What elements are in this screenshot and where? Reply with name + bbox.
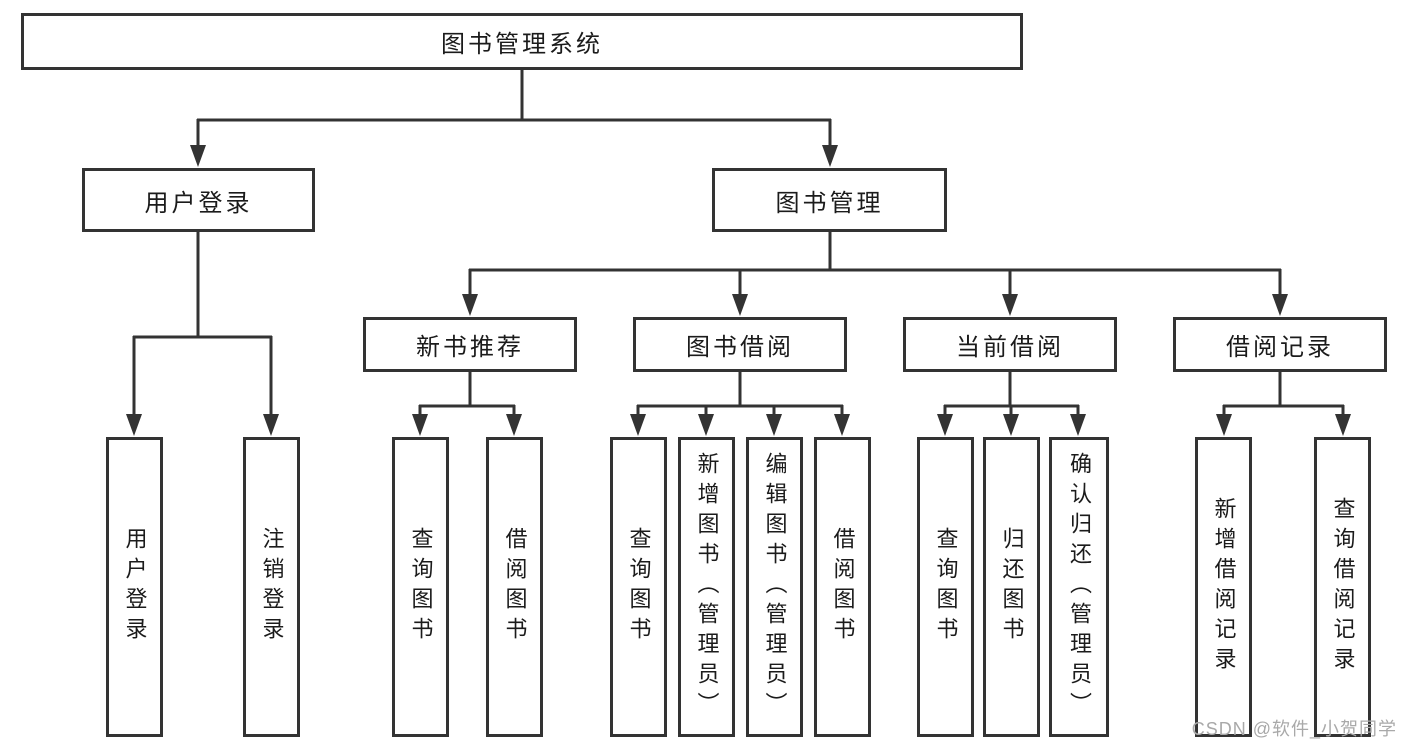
leaf-edit-book-admin: 编辑图书（管理员） — [746, 437, 803, 737]
leaf-user-login: 用户登录 — [106, 437, 163, 737]
node-root: 图书管理系统 — [21, 13, 1023, 70]
node-current-borrowing: 当前借阅 — [903, 317, 1117, 372]
leaf-add-book-admin: 新增图书（管理员） — [678, 437, 735, 737]
node-user-login: 用户登录 — [82, 168, 315, 232]
leaf-return-book: 归还图书 — [983, 437, 1040, 737]
leaf-query-book-borrowing: 查询图书 — [610, 437, 667, 737]
watermark: CSDN @软件_小贺同学 — [1191, 719, 1397, 739]
connector-paths — [132, 70, 1345, 417]
leaf-logout: 注销登录 — [243, 437, 300, 737]
leaf-confirm-return-admin: 确认归还（管理员） — [1049, 437, 1109, 737]
node-book-management: 图书管理 — [712, 168, 947, 232]
node-borrow-records: 借阅记录 — [1173, 317, 1387, 372]
node-book-borrowing: 图书借阅 — [633, 317, 847, 372]
leaf-query-borrow-record: 查询借阅记录 — [1314, 437, 1371, 737]
leaf-add-borrow-record: 新增借阅记录 — [1195, 437, 1252, 737]
leaf-borrow-book: 借阅图书 — [814, 437, 871, 737]
node-new-book-recommend: 新书推荐 — [363, 317, 577, 372]
leaf-query-book-current: 查询图书 — [917, 437, 974, 737]
leaf-borrow-book-recommend: 借阅图书 — [486, 437, 543, 737]
leaf-query-book-recommend: 查询图书 — [392, 437, 449, 737]
